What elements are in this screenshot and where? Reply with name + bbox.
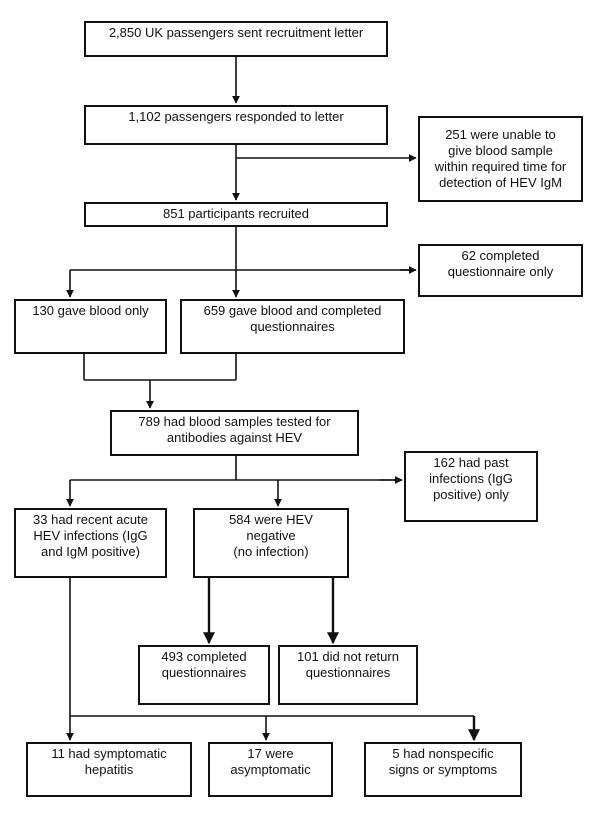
node-completed-questionnaires: 493 completed questionnaires: [138, 645, 270, 705]
node-questionnaire-only: 62 completed questionnaire only: [418, 244, 583, 297]
node-past-infections: 162 had past infections (IgG positive) o…: [404, 451, 538, 522]
node-hev-negative: 584 were HEV negative (no infection): [193, 508, 349, 578]
node-blood-only: 130 gave blood only: [14, 299, 167, 354]
node-tested: 789 had blood samples tested for antibod…: [110, 410, 359, 456]
node-blood-and-questionnaires: 659 gave blood and completed questionnai…: [180, 299, 405, 354]
node-did-not-return: 101 did not return questionnaires: [278, 645, 418, 705]
node-responded: 1,102 passengers responded to letter: [84, 105, 388, 145]
node-nonspecific: 5 had nonspecific signs or symptoms: [364, 742, 522, 797]
node-recruited: 851 participants recruited: [84, 202, 388, 227]
node-asymptomatic: 17 were asymptomatic: [208, 742, 333, 797]
node-symptomatic: 11 had symptomatic hepatitis: [26, 742, 192, 797]
node-sent-letter: 2,850 UK passengers sent recruitment let…: [84, 21, 388, 57]
node-unable-blood-sample: 251 were unable to give blood sample wit…: [418, 116, 583, 202]
node-recent-acute: 33 had recent acute HEV infections (IgG …: [14, 508, 167, 578]
